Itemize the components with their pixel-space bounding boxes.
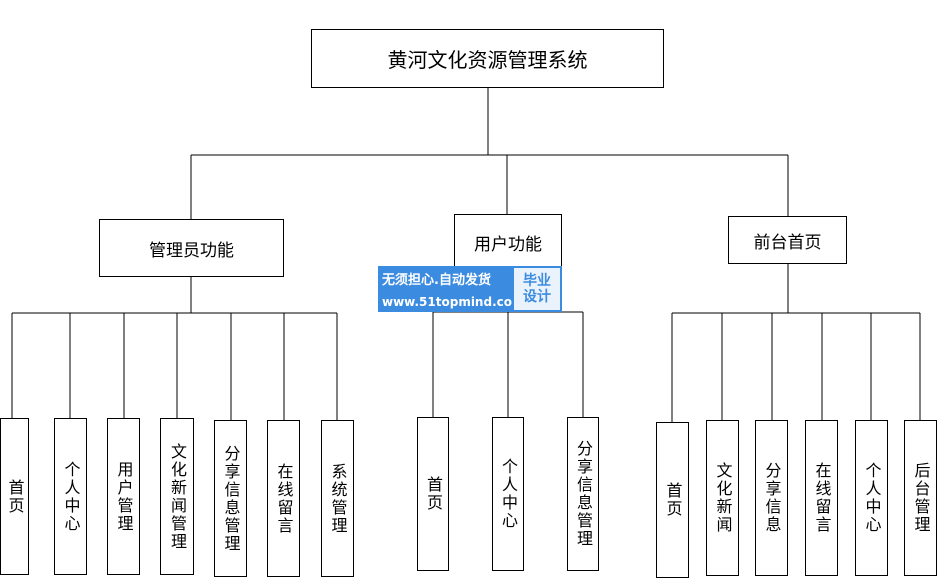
watermark-slogan: 无须担心.自动发货 <box>382 273 491 288</box>
watermark-url: www.51topmind.com <box>382 295 525 309</box>
watermark-text: 无须担心.自动发货 www.51topmind.com <box>378 266 525 312</box>
leaf-label: 个人中心 <box>862 462 882 534</box>
leaf-label: 首页 <box>663 482 683 518</box>
leaf-front-personal-center: 个人中心 <box>855 420 888 576</box>
leaf-admin-system-management: 系统管理 <box>321 420 354 577</box>
leaf-label: 文化新闻管理 <box>168 442 187 551</box>
branch-frontend-node: 前台首页 <box>728 216 847 264</box>
leaf-user-personal-center: 个人中心 <box>492 417 524 571</box>
leaf-admin-home: 首页 <box>0 418 29 575</box>
root-node: 黄河文化资源管理系统 <box>311 29 664 88</box>
leaf-admin-news-management: 文化新闻管理 <box>160 418 194 575</box>
leaf-front-messages: 在线留言 <box>805 420 838 576</box>
leaf-front-backend: 后台管理 <box>904 420 937 576</box>
watermark-badge-line1: 毕业 <box>523 272 551 289</box>
branch-user-label: 用户功能 <box>474 234 542 255</box>
branch-admin-node: 管理员功能 <box>99 219 284 277</box>
leaf-label: 后台管理 <box>911 462 931 534</box>
leaf-label: 分享信息管理 <box>574 440 593 548</box>
leaf-label: 系统管理 <box>328 462 348 535</box>
branch-frontend-label: 前台首页 <box>753 232 822 253</box>
leaf-label: 用户管理 <box>114 460 134 533</box>
leaf-label: 首页 <box>5 478 25 515</box>
branch-user-node: 用户功能 <box>454 214 562 270</box>
leaf-label: 分享信息管理 <box>221 444 241 553</box>
leaf-admin-share-management: 分享信息管理 <box>214 420 247 577</box>
leaf-admin-messages: 在线留言 <box>267 420 300 577</box>
watermark-badge: 毕业 设计 <box>512 266 562 312</box>
leaf-label: 个人中心 <box>499 458 518 530</box>
leaf-front-share: 分享信息 <box>755 420 788 576</box>
root-label: 黄河文化资源管理系统 <box>387 48 588 72</box>
leaf-user-home: 首页 <box>417 417 449 571</box>
leaf-label: 首页 <box>424 476 443 512</box>
leaf-label: 在线留言 <box>812 462 832 534</box>
watermark-badge-line2: 设计 <box>523 289 551 305</box>
watermark-banner: 无须担心.自动发货 www.51topmind.com 毕业 设计 <box>378 266 562 312</box>
leaf-front-news: 文化新闻 <box>706 420 739 576</box>
leaf-label: 分享信息 <box>762 462 782 534</box>
branch-admin-label: 管理员功能 <box>149 240 234 261</box>
leaf-label: 文化新闻 <box>713 462 733 534</box>
leaf-admin-user-management: 用户管理 <box>107 418 140 575</box>
leaf-user-share-management: 分享信息管理 <box>567 417 599 571</box>
leaf-label: 个人中心 <box>61 460 81 533</box>
leaf-admin-personal-center: 个人中心 <box>54 418 87 575</box>
leaf-front-home: 首页 <box>656 422 689 578</box>
leaf-label: 在线留言 <box>274 462 294 535</box>
